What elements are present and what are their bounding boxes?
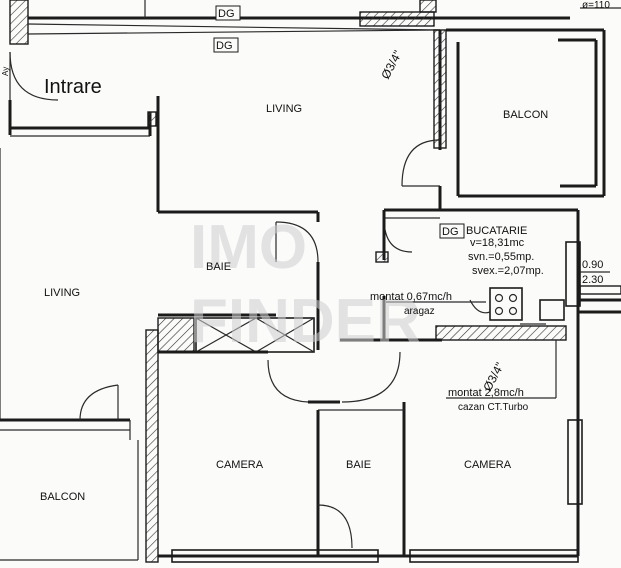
top-wall-strip [9,0,621,45]
montat-gas: montat 0,67mc/h [370,291,452,303]
kitchen-svn: svn.=0,55mp. [468,251,534,263]
label-intrare: Intrare [44,76,102,98]
pipe-size-top: Ø3/4" [378,48,405,81]
stove [489,287,523,321]
label-balcon-right: BALCON [503,109,548,121]
aragaz-label: aragaz [404,306,435,317]
diameter-top-right: ø=110 [582,0,610,11]
watermark-line1: IMO [190,213,307,282]
dg-top: DG [218,8,235,20]
label-baie-upper: BAIE [206,261,231,273]
label-baie-lower: BAIE [346,459,371,471]
dim-upper: 0.90 [582,259,603,271]
label-living-left: LIVING [44,287,80,299]
boiler [520,299,565,325]
dg-kitchen: DG [442,226,459,238]
dim-lower: 2.30 [582,274,603,286]
kitchen-svex: svex.=2,07mp. [472,265,544,277]
watermark-line2: FINDER [190,287,421,356]
dg-mid: DG [216,40,233,52]
label-balcon-left: BALCON [40,491,85,503]
label-bucatarie: BUCATARIE [466,225,527,237]
walls [0,28,621,563]
label-camera-left: CAMERA [216,459,264,471]
label-camera-right: CAMERA [464,459,512,471]
label-living-main: LIVING [266,103,302,115]
kitchen-volume: v=18,31mc [470,237,525,249]
montat-boiler: montat 2,8mc/h [448,387,524,399]
cazan-label: cazan CT.Turbo [458,402,529,413]
side-tag: Ay [1,67,10,76]
